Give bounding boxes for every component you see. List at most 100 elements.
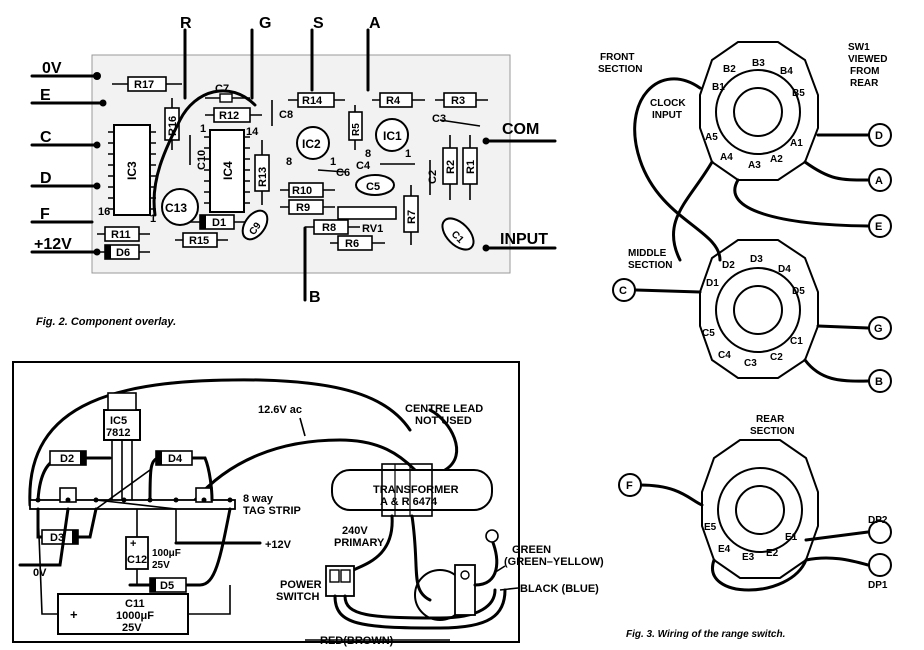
front-section-wafer: B1 B2 B3 B4 B5 A1 A2 A3 A4 A5 [699,41,819,181]
label-com: COM [502,121,539,138]
lead-0v-out [18,507,70,567]
svg-text:R3: R3 [451,95,465,107]
resistor-r2: R2 [442,135,458,200]
svg-text:R4: R4 [386,95,401,107]
svg-text:B3: B3 [752,58,765,69]
svg-text:A & R 6474: A & R 6474 [380,496,438,508]
red-label: RED(BROWN) [320,635,394,647]
svg-text:A2: A2 [770,154,783,165]
terminal-c: C [612,278,636,302]
label-f: F [40,206,50,223]
regulator-ic5: IC5 7812 [103,392,141,500]
svg-text:C3: C3 [432,113,446,125]
rear-section-wafer: E1 E2 E3 E4 E5 [701,439,819,579]
svg-text:R12: R12 [219,110,239,122]
svg-text:R17: R17 [134,79,154,91]
viewed-label-1: VIEWED [848,54,887,65]
power-supply-wiring: IC5 7812 12.6V ac CENTRE LEAD NOT USED D… [12,361,604,647]
svg-text:IC4: IC4 [221,161,235,180]
resistor-r6: R6 [330,235,385,251]
ic2-transistor: IC2 [296,126,330,160]
ic4-chip: IC4 [204,129,250,213]
svg-text:A3: A3 [748,160,761,171]
resistor-r13: R13 [254,140,270,205]
svg-text:R9: R9 [296,202,310,214]
capacitor-c3: C3 [432,113,481,127]
middle-section-wafer: D1 D2 D3 D4 D5 C1 C2 C3 C4 C5 [699,239,819,379]
svg-text:D6: D6 [116,247,130,259]
svg-text:D1: D1 [706,278,719,289]
svg-text:C8: C8 [279,109,293,121]
svg-text:R6: R6 [345,238,359,250]
black-label: BLACK (BLUE) [520,583,599,595]
resistor-r17: R17 [112,76,182,92]
pin-label: 1 [150,213,156,225]
wire-ac-2 [193,438,417,502]
ic3-chip: IC3 [108,124,156,216]
svg-text:D5: D5 [792,286,805,297]
terminal-g: G [868,316,892,340]
pin-label: 8 [286,156,292,168]
svg-text:C12: C12 [127,554,147,566]
front-section-label-2: SECTION [598,64,642,75]
svg-text:G: G [874,323,883,335]
label-d: D [40,170,52,187]
capacitor-c6: C6 [317,167,350,179]
svg-text:C2: C2 [427,170,439,184]
label-r: R [180,15,192,32]
svg-text:E: E [875,221,882,233]
svg-text:A4: A4 [720,152,733,163]
front-section-label-1: FRONT [600,52,634,63]
diode-d6: D6 [97,244,150,260]
ic1-transistor: IC1 [375,118,409,152]
terminal-a: A [868,168,892,192]
diode-d5: D5 [128,507,232,593]
svg-text:R2: R2 [445,160,457,174]
svg-text:D2: D2 [60,453,74,465]
svg-text:TRANSFORMER: TRANSFORMER [373,484,459,496]
svg-text:D3: D3 [750,254,763,265]
component-overlay-figure: 0V E C D F +12V R G S A B COM INPUT R17 [30,15,557,328]
svg-text:IC2: IC2 [302,137,321,151]
svg-text:RV1: RV1 [362,223,383,235]
not-used-label: NOT USED [415,415,472,427]
diode-d4: D4 [148,450,214,502]
pin-label: 14 [246,126,259,138]
mains-cord [414,529,499,621]
wire-ac-loop [28,378,412,507]
resistor-r8: R8 [305,219,360,235]
capacitor-c8: C8 [271,100,293,126]
label-g: G [259,15,271,32]
svg-text:+: + [70,607,78,622]
svg-text:E1: E1 [785,532,798,543]
svg-text:25V: 25V [152,560,170,571]
svg-text:C3: C3 [744,358,757,369]
svg-text:DP2: DP2 [868,515,888,526]
primary-label-1: 240V [342,525,368,537]
svg-text:IC1: IC1 [383,129,402,143]
svg-text:C5: C5 [366,181,380,193]
resistor-r5: R5 [348,105,363,150]
resistor-r1: R1 [462,135,478,200]
green-label-2: (GREEN–YELLOW) [504,556,604,568]
capacitor-c10: C10 [189,135,208,170]
diode-d2: D2 [36,450,112,502]
svg-text:DP1: DP1 [868,580,888,591]
svg-text:D3: D3 [50,532,64,544]
label-s: S [313,15,324,32]
svg-text:R8: R8 [322,222,336,234]
svg-text:R13: R13 [257,167,269,187]
terminal-dp2: DP2 [868,515,892,544]
tag-strip-label-1: 8 way [243,493,274,505]
trimmer-rv1: RV1 [337,206,397,235]
resistor-r7: R7 [403,185,419,245]
pin-label: 1 [200,123,206,135]
fig3-caption: Fig. 3. Wiring of the range switch. [626,629,785,640]
svg-text:R11: R11 [111,229,131,241]
resistor-r3: R3 [435,92,488,108]
capacitor-c9: C9 [241,209,269,241]
svg-text:7812: 7812 [106,427,130,439]
range-switch-figure: FRONT SECTION SW1 VIEWED FROM REAR B1 B2… [598,41,892,640]
pin-label: 1 [330,156,336,168]
